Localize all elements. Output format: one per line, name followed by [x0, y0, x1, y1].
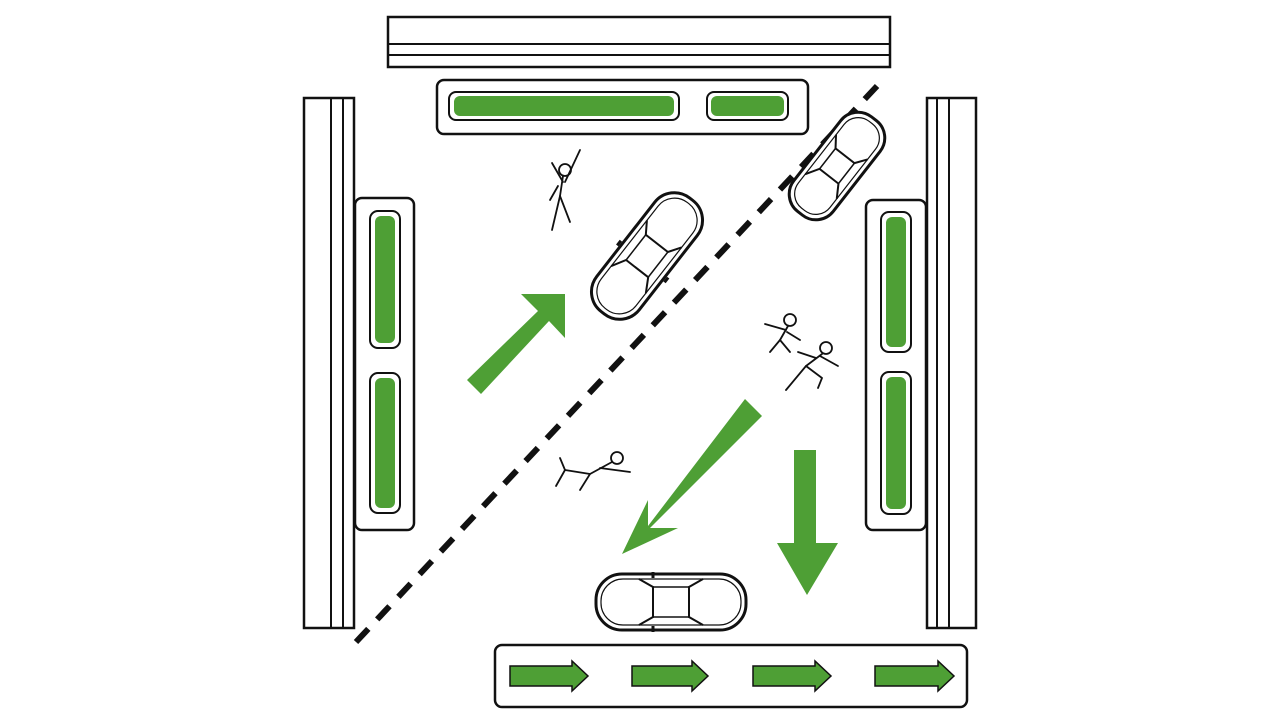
car-bottom — [594, 572, 748, 632]
right-wall — [925, 96, 978, 630]
arrow-southwest — [622, 399, 762, 554]
pedestrian-top-left — [549, 149, 581, 231]
pedestrian-lying — [555, 451, 631, 491]
bottom-planter — [493, 643, 969, 709]
arrow-south — [777, 450, 838, 595]
top-wall — [386, 15, 892, 69]
left-planter — [353, 196, 416, 532]
car-center — [589, 191, 705, 321]
left-wall — [302, 96, 356, 630]
pedestrian-right-2 — [785, 341, 839, 391]
top-planter — [435, 78, 810, 136]
pedestrian-right-1 — [764, 313, 801, 353]
car-top-right — [787, 110, 887, 222]
arrow-northeast — [467, 294, 565, 394]
median-dashed-line — [353, 82, 881, 645]
right-planter — [864, 198, 928, 532]
